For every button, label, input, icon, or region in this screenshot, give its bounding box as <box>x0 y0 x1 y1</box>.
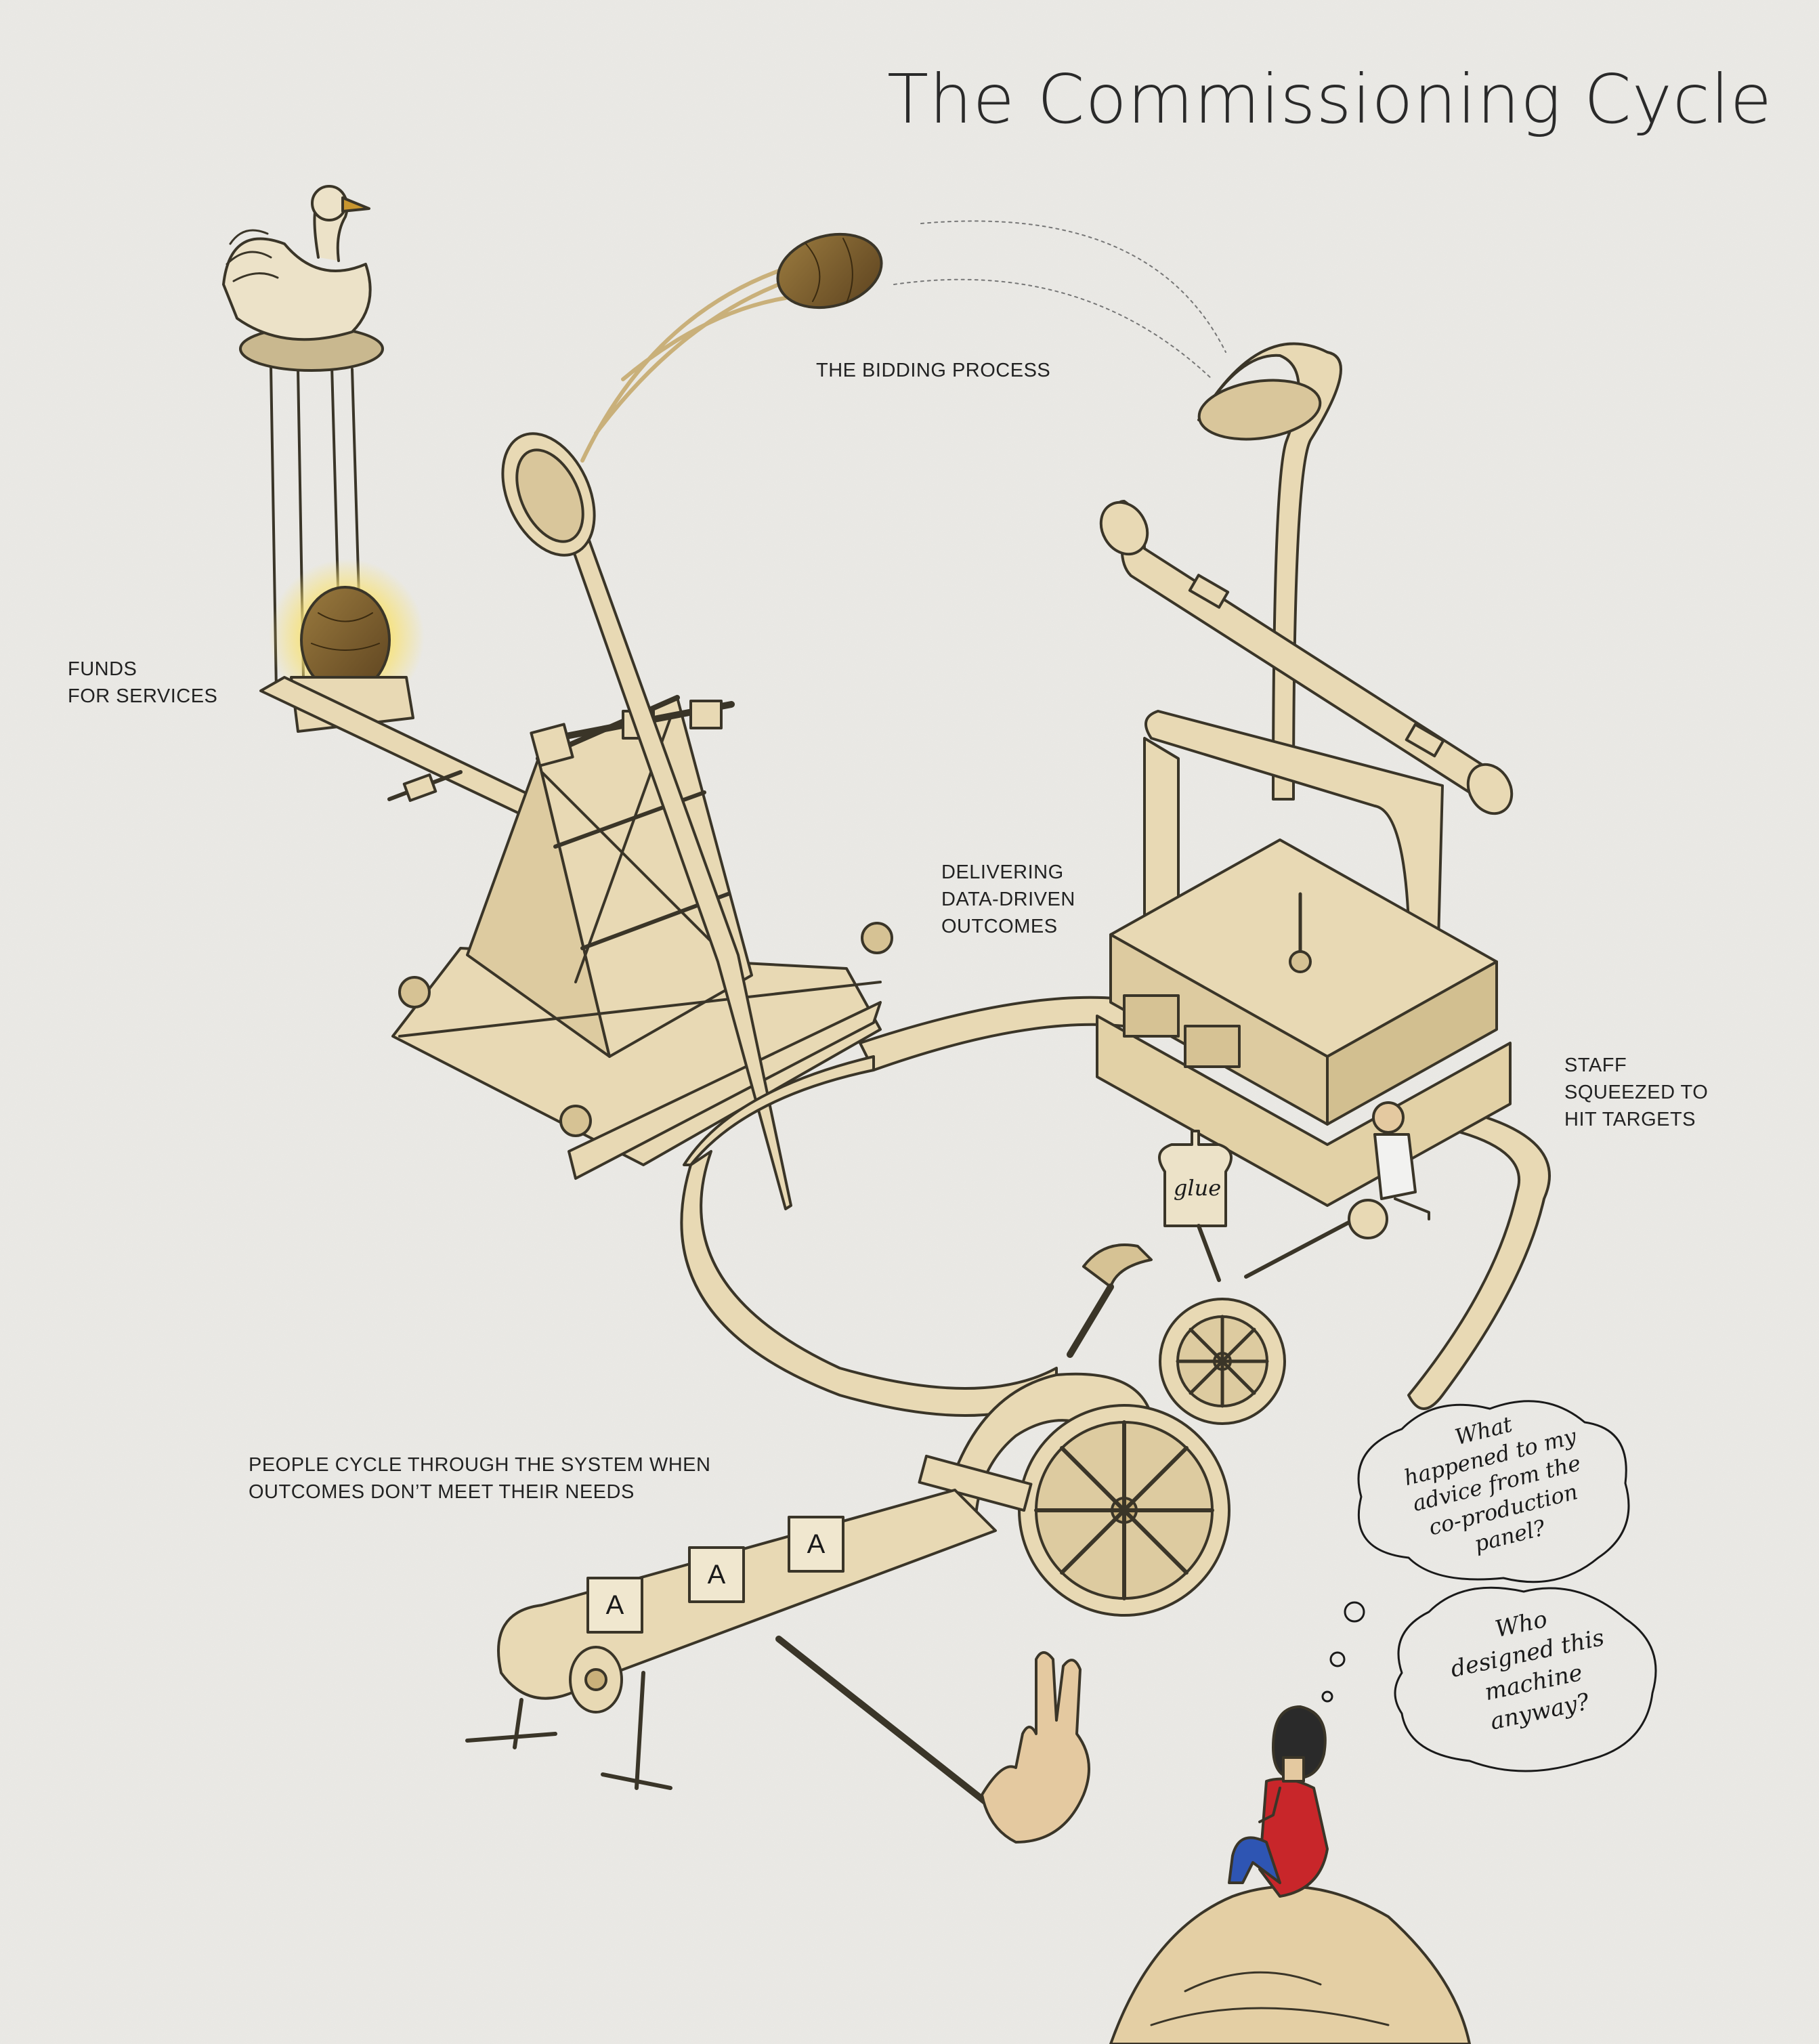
label-people-cycle: PEOPLE CYCLE THROUGH THE SYSTEM WHEN OUT… <box>249 1454 711 1503</box>
block-label-3: A <box>807 1529 826 1559</box>
staff-figure <box>1372 1101 1430 1220</box>
label-delivering-outcomes: DELIVERING DATA-DRIVEN OUTCOMES <box>941 861 1075 937</box>
catapult-tower <box>391 695 893 1180</box>
block-conveyor <box>465 1489 1090 1844</box>
golden-egg <box>269 559 425 733</box>
flying-egg <box>580 220 1226 463</box>
swan-nest-tower <box>222 185 384 692</box>
block-label-1: A <box>605 1590 624 1620</box>
seated-person <box>1109 1705 1471 2044</box>
glue-hammer-mechanism <box>1067 1130 1388 1425</box>
press-block <box>1096 710 1512 1207</box>
page-title: The Commissioning Cycle <box>887 60 1773 139</box>
thought-bubbles <box>1321 1400 1657 1772</box>
label-staff-squeezed: STAFF SQUEEZED TO HIT TARGETS <box>1564 1055 1709 1130</box>
catapult-arm <box>501 432 792 1210</box>
glue-bottle-label: glue <box>1173 1175 1222 1201</box>
label-funds-for-services: FUNDS FOR SERVICES <box>68 658 218 707</box>
label-bidding-process: THE BIDDING PROCESS <box>816 360 1051 381</box>
block-label-2: A <box>707 1560 726 1590</box>
chute-and-wheel <box>918 1372 1230 1617</box>
funnel-press-top <box>1099 342 1514 815</box>
